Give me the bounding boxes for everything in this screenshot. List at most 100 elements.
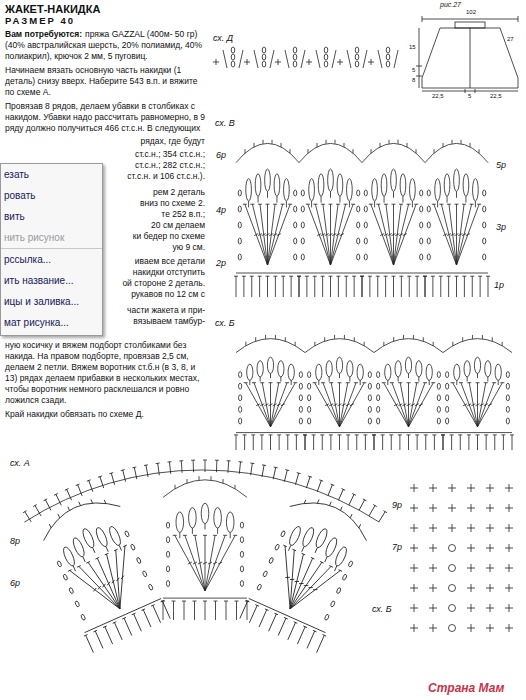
stitch-stroke	[360, 380, 361, 385]
stitch-stroke	[211, 476, 212, 480]
stitch-stroke	[347, 50, 351, 68]
stitch-stroke	[246, 383, 271, 427]
chain-oval	[364, 190, 367, 196]
chart-label: рис.27	[440, 1, 461, 9]
chain-oval	[437, 406, 440, 412]
stitch-stroke	[193, 601, 197, 602]
chain-oval	[238, 190, 241, 196]
stitch-stroke	[79, 558, 120, 617]
stitch-stroke	[290, 558, 313, 609]
stitch-stroke	[296, 435, 297, 450]
stitch-stroke	[329, 204, 333, 205]
chain-oval	[136, 557, 141, 564]
stitch-stroke	[470, 143, 471, 147]
stitch-stroke	[467, 404, 471, 406]
stitch-stroke	[338, 489, 343, 500]
stitch-stroke	[86, 635, 94, 652]
stitch-stroke	[371, 59, 372, 65]
stitch-stroke	[338, 570, 342, 572]
stitch-stroke	[409, 276, 410, 297]
stitch-stroke	[478, 383, 503, 427]
radial-stitch	[367, 505, 376, 517]
chain-oval	[81, 527, 96, 549]
stitch-stroke	[390, 382, 394, 383]
stitch-stroke	[432, 434, 436, 435]
body-text: по схеме А.	[5, 88, 51, 98]
stitch-stroke	[443, 143, 444, 147]
chart-label: сх. А	[10, 458, 30, 468]
chain-oval	[247, 364, 253, 380]
stitch-stroke	[86, 561, 90, 563]
stitch-stroke	[290, 558, 340, 621]
body-text: части жакета и при-	[127, 306, 205, 316]
chain-oval	[377, 406, 380, 412]
stitch-stroke	[44, 499, 48, 501]
chain-arc	[425, 143, 488, 162]
stitch-stroke	[399, 276, 403, 277]
stitch-stroke	[114, 549, 118, 551]
stitch-stroke	[313, 630, 317, 632]
radial-stitch	[132, 467, 138, 480]
chain-oval	[240, 522, 243, 528]
stitch-stroke	[350, 404, 354, 406]
chain-oval	[410, 179, 416, 201]
stitch-stroke	[433, 604, 434, 612]
stitch-stroke	[182, 601, 186, 602]
stitch-stroke	[488, 404, 492, 406]
chain-oval	[238, 254, 241, 260]
stitch-stroke	[269, 614, 277, 631]
stitch-stroke	[359, 500, 365, 511]
stitch-stroke	[492, 337, 493, 341]
stitch-stroke	[351, 204, 355, 205]
body-text: деталь) снизу вверх. Наберите 543 в.п. и…	[5, 77, 197, 87]
stitch-stroke	[95, 631, 103, 648]
stitch-stroke	[398, 382, 402, 383]
menu-item: езать	[1, 164, 102, 185]
stitch-stroke	[441, 434, 445, 435]
stitch-stroke	[123, 545, 127, 547]
cape-outline	[422, 28, 518, 88]
stitch-stroke	[336, 234, 340, 236]
chain-oval	[130, 544, 135, 551]
stitch-stroke	[470, 204, 474, 205]
stitch-stroke	[443, 234, 447, 236]
stitch-stroke	[317, 481, 321, 492]
stitch-stroke	[25, 512, 31, 522]
stitch-stroke	[203, 601, 207, 602]
chain-oval	[308, 372, 311, 378]
chain-oval	[314, 527, 329, 549]
stitch-stroke	[417, 435, 418, 450]
stitch-stroke	[471, 544, 472, 552]
stitch-stroke	[329, 404, 333, 406]
body-text: ную косичку и вяжем подборт столбиками б…	[5, 341, 186, 351]
scheme-v	[234, 140, 490, 297]
stitch-stroke	[413, 335, 414, 339]
stitch-stroke	[270, 435, 271, 450]
chain-oval	[368, 418, 371, 424]
stitch-stroke	[512, 435, 513, 450]
stitch-stroke	[205, 535, 215, 590]
stitch-stroke	[400, 383, 408, 427]
chain-oval	[231, 54, 235, 60]
stitch-stroke	[369, 204, 373, 205]
body-text: ст.с.н.; 354 ст.с.н.;	[135, 150, 205, 160]
stitch-stroke	[314, 276, 315, 297]
stitch-stroke	[277, 234, 281, 236]
stitch-stroke	[433, 524, 434, 532]
chain-oval	[336, 587, 341, 594]
motif-repeat	[161, 476, 249, 620]
stitch-stroke	[299, 273, 362, 274]
stitch-stroke	[389, 140, 390, 144]
dimension-tick	[465, 89, 466, 93]
stitch-stroke	[263, 140, 264, 144]
stitch-stroke	[414, 604, 415, 612]
stitch-stroke	[346, 434, 350, 435]
stitch-stroke	[235, 485, 236, 489]
chain-oval	[166, 551, 169, 557]
stitch-stroke	[415, 404, 419, 406]
chain-oval	[308, 418, 311, 424]
stitch-stroke	[331, 383, 339, 427]
chart-label: 6р	[10, 578, 20, 588]
stitch-stroke	[490, 544, 491, 552]
stitch-stroke	[313, 204, 317, 205]
